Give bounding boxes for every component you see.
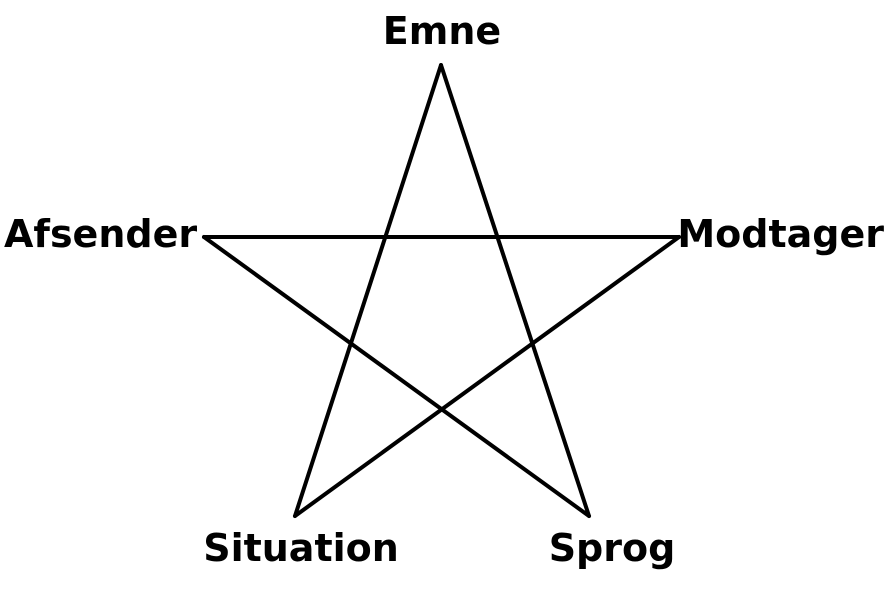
node-label-bottom-left: Situation xyxy=(203,526,399,570)
node-label-right: Modtager xyxy=(677,212,884,256)
node-label-top: Emne xyxy=(382,9,502,53)
star-edges xyxy=(202,63,681,518)
edge-left-to-bottom-right xyxy=(202,235,591,518)
node-label-left: Afsender xyxy=(4,212,198,256)
edge-right-to-bottom-left xyxy=(293,235,681,518)
node-label-bottom-right: Sprog xyxy=(548,526,676,570)
edge-top-to-bottom-left xyxy=(293,63,443,518)
edge-top-to-bottom-right xyxy=(439,63,591,518)
